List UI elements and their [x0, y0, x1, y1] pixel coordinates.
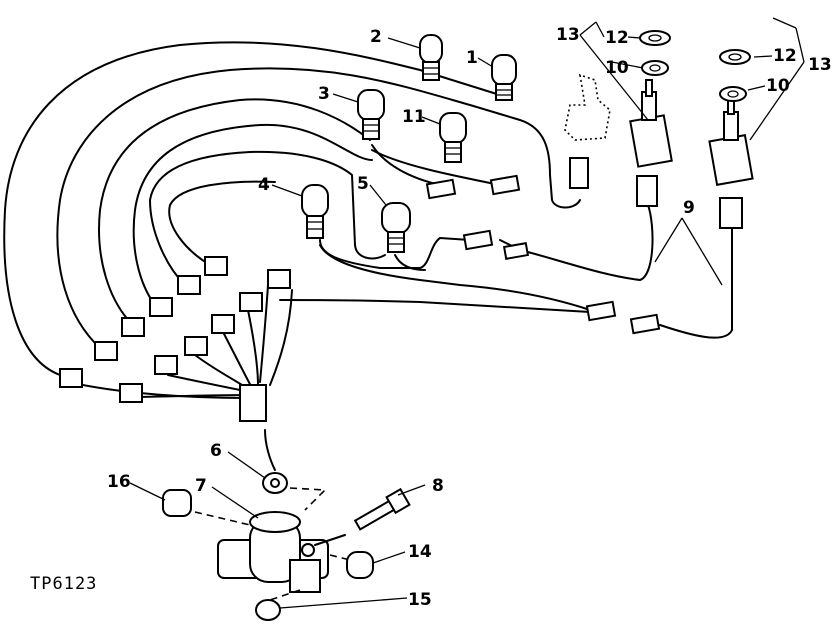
callout-1: 1: [466, 48, 478, 68]
connector: [239, 292, 263, 312]
connector: [94, 341, 118, 361]
connector: [121, 317, 145, 337]
nut-15: [255, 599, 281, 621]
figure-id: TP6123: [30, 574, 98, 594]
toggle-switch-left: [629, 79, 673, 168]
callout-labels: 2 1 3 11 4 5 13 12 10 12 10 13 9 6 7 8 1…: [107, 25, 832, 610]
callout-11: 11: [402, 107, 426, 127]
harness-connectors: [59, 157, 743, 422]
callout-5: 5: [357, 174, 369, 194]
lower-assembly: [162, 472, 411, 621]
spacer-14: [346, 551, 374, 579]
hand-illustration: [564, 73, 611, 141]
callout-7: 7: [195, 476, 207, 496]
lamp-1: [491, 54, 517, 101]
lamp-4: [301, 184, 329, 239]
connector: [149, 297, 173, 317]
connector: [154, 355, 178, 375]
connector: [211, 314, 235, 334]
callout-14: 14: [408, 542, 432, 562]
callout-15: 15: [408, 590, 432, 610]
connector: [204, 256, 228, 276]
washers: [639, 30, 751, 102]
connector: [177, 275, 201, 295]
connector: [59, 368, 83, 388]
lamp-2: [419, 34, 443, 81]
bracket-tab: [289, 559, 321, 593]
lamp-5: [381, 202, 411, 253]
callout-8: 8: [432, 476, 444, 496]
connector-upright: [719, 197, 743, 229]
harness-wires: [3, 41, 733, 471]
connector-upright: [636, 175, 658, 207]
indicator-lamps: [301, 34, 517, 253]
callout-3: 3: [318, 84, 330, 104]
callout-16: 16: [107, 472, 131, 492]
callout-12-right: 12: [773, 46, 797, 66]
connector: [184, 336, 208, 356]
connector-flat: [489, 174, 521, 196]
callout-13-left: 13: [556, 25, 580, 45]
callout-2: 2: [370, 27, 382, 47]
callout-4: 4: [258, 175, 270, 195]
spacer-16: [162, 489, 192, 517]
connector-flat: [502, 242, 530, 260]
callout-9: 9: [683, 198, 695, 218]
lamp-11: [439, 112, 467, 163]
connector-flat: [425, 178, 457, 200]
connector-main: [239, 384, 267, 422]
bolt-8: [353, 499, 397, 531]
connector-flat: [629, 313, 661, 335]
connector: [267, 269, 291, 289]
callout-6: 6: [210, 441, 222, 461]
callout-10-right: 10: [766, 76, 790, 96]
callout-10-left: 10: [605, 58, 629, 78]
connector-upright: [569, 157, 589, 189]
lamp-3: [357, 89, 385, 140]
leader-lines: [129, 17, 805, 609]
connector-flat: [462, 229, 494, 251]
connector: [119, 383, 143, 403]
callout-12-left: 12: [605, 28, 629, 48]
callout-13-right: 13: [808, 55, 832, 75]
connector-flat: [585, 300, 617, 322]
toggle-switch-right: [708, 97, 754, 186]
